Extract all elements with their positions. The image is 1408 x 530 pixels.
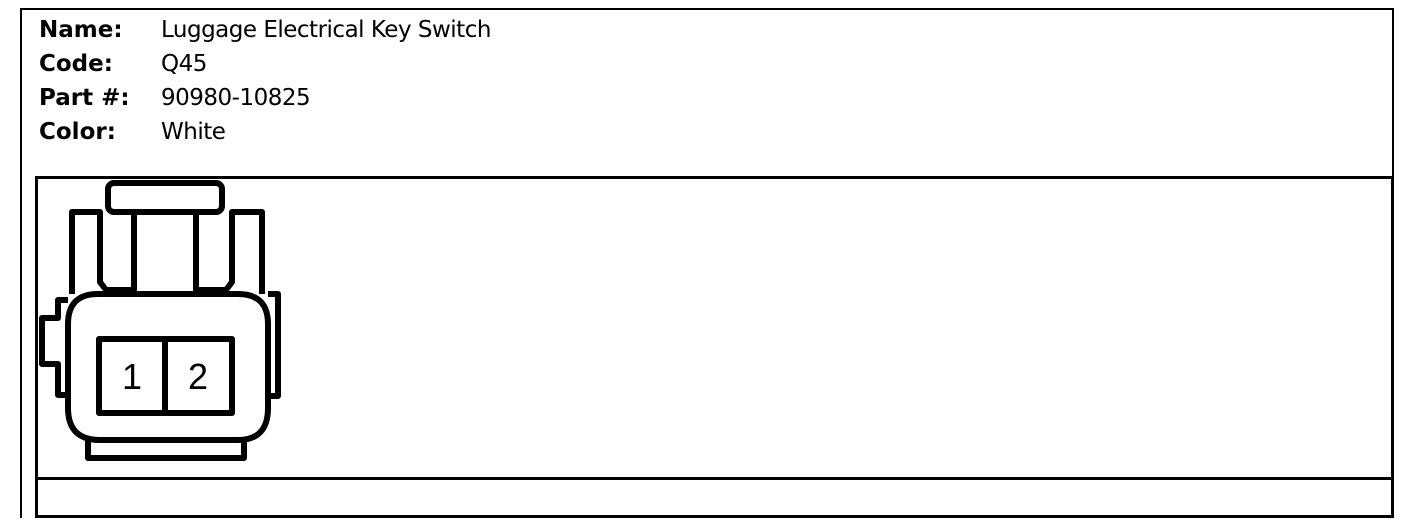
code-value: Q45 bbox=[161, 51, 207, 77]
name-label: Name: bbox=[39, 17, 123, 43]
code-label: Code: bbox=[39, 51, 113, 77]
right-guide-rail bbox=[193, 209, 265, 294]
color-value: White bbox=[161, 119, 226, 145]
pin-1-label: 1 bbox=[122, 356, 142, 397]
color-label: Color: bbox=[39, 119, 116, 145]
left-side-tab bbox=[39, 297, 68, 398]
footer-panel bbox=[35, 480, 1394, 518]
pin-cavity-2 bbox=[162, 336, 235, 416]
pin-2-label: 2 bbox=[188, 356, 208, 397]
part-value: 90980-10825 bbox=[161, 85, 311, 111]
connector-latch bbox=[105, 180, 225, 215]
left-guide-rail bbox=[69, 209, 137, 294]
part-label: Part #: bbox=[39, 85, 130, 111]
connector-bottom-lip bbox=[85, 440, 247, 461]
connector-diagram-panel bbox=[35, 176, 1394, 480]
name-value: Luggage Electrical Key Switch bbox=[161, 17, 491, 43]
right-side-tab bbox=[268, 291, 281, 399]
connector-housing bbox=[65, 291, 271, 443]
